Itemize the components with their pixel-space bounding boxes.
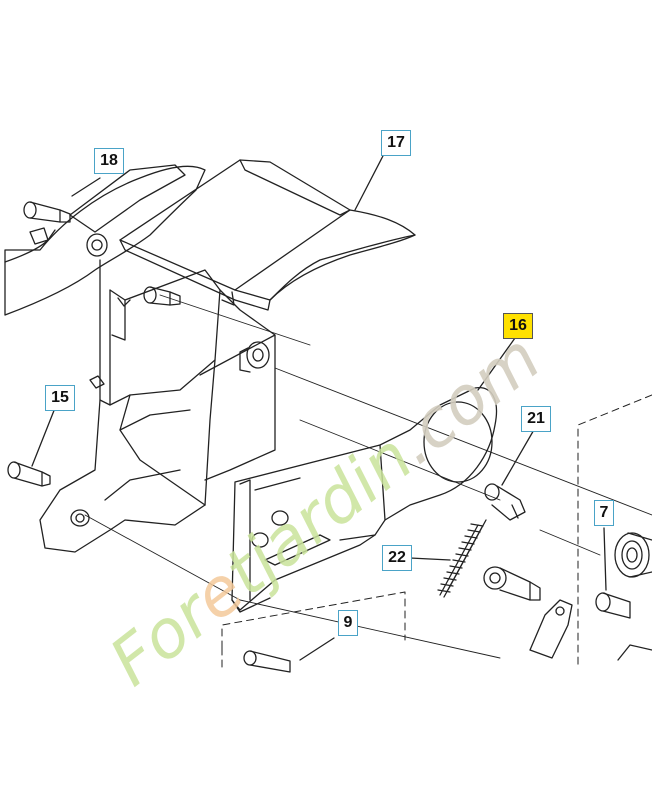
callout-9[interactable]: 9: [338, 610, 358, 636]
callout-17[interactable]: 17: [381, 130, 411, 156]
callout-16[interactable]: 16: [503, 313, 533, 339]
pin-15: [7, 461, 51, 487]
callout-15[interactable]: 15: [45, 385, 75, 411]
leader-7: [603, 527, 607, 591]
cover-17: [119, 159, 416, 311]
guide-line: [84, 514, 501, 659]
pin-21: [484, 483, 526, 521]
guide-line: [274, 367, 652, 516]
leader-18: [71, 177, 101, 197]
leader-16: [477, 337, 516, 391]
leader-15: [31, 407, 56, 467]
leader-21: [501, 427, 536, 486]
leader-17: [354, 151, 386, 211]
pin-18: [23, 201, 71, 223]
callout-7[interactable]: 7: [594, 500, 614, 526]
leader-9: [299, 637, 335, 661]
lever: [529, 599, 573, 659]
bolt: [483, 566, 541, 601]
callout-21[interactable]: 21: [521, 406, 551, 432]
dashed-frame-9: [221, 591, 406, 649]
leader-22: [409, 557, 451, 561]
callout-22[interactable]: 22: [382, 545, 412, 571]
spring-22: [437, 519, 487, 598]
dashed-frame-right: [577, 394, 652, 666]
bearing-7: [614, 532, 652, 578]
callout-18[interactable]: 18: [94, 148, 124, 174]
